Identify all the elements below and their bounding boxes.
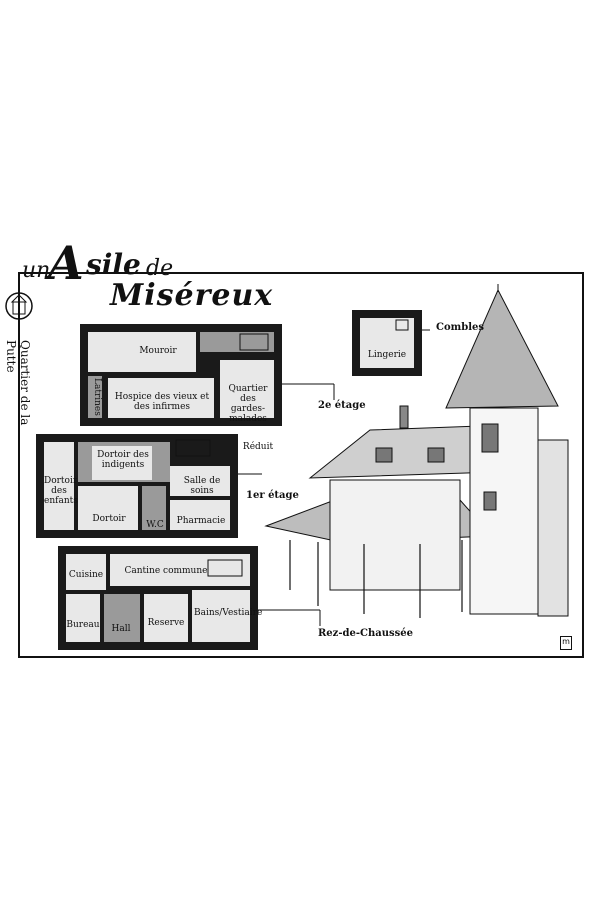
- room-dortoir: Dortoir: [92, 514, 126, 524]
- room-dortoir-enfants: Dortoir des enfants: [44, 476, 78, 506]
- town-seal-icon: [4, 290, 34, 322]
- room-wc: W.C: [146, 520, 164, 530]
- room-lingerie: Lingerie: [367, 350, 407, 360]
- page-marker: m: [560, 636, 572, 650]
- room-reserve: Reserve: [147, 618, 185, 628]
- room-hall: Hall: [111, 624, 131, 634]
- room-reduit: Réduit: [242, 442, 274, 452]
- room-pharmacie: Pharmacie: [176, 516, 226, 526]
- floor-label-1er-etage: 1er étage: [246, 490, 299, 501]
- title-miseux: Miséreux: [110, 278, 274, 313]
- room-latrines: Latrines: [92, 378, 102, 416]
- room-quartier: Quartier des gardes-malades: [228, 384, 268, 424]
- room-cuisine: Cuisine: [68, 570, 104, 580]
- room-bureau: Bureau: [66, 620, 100, 630]
- title-sile: sile: [86, 248, 141, 281]
- floor-label-2e-etage: 2e étage: [318, 400, 366, 411]
- room-bains: Bains/Vestiaire: [194, 608, 263, 618]
- title-de: de: [146, 256, 174, 281]
- room-mouroir: Mouroir: [139, 346, 177, 356]
- floor-label-rdc: Rez-de-Chaussée: [318, 628, 413, 639]
- title-initial-a: A: [48, 236, 84, 290]
- room-hospice: Hospice des vieux et des infirmes: [114, 392, 210, 412]
- district-label: Quartier de la Putte: [4, 340, 32, 426]
- room-salle-soins: Salle de soins: [183, 476, 221, 496]
- floor-label-combles: Combles: [436, 322, 484, 333]
- title-un: un: [22, 258, 51, 283]
- room-dortoir-indigents: Dortoir des indigents: [97, 450, 149, 470]
- room-cantine: Cantine commune: [124, 566, 208, 576]
